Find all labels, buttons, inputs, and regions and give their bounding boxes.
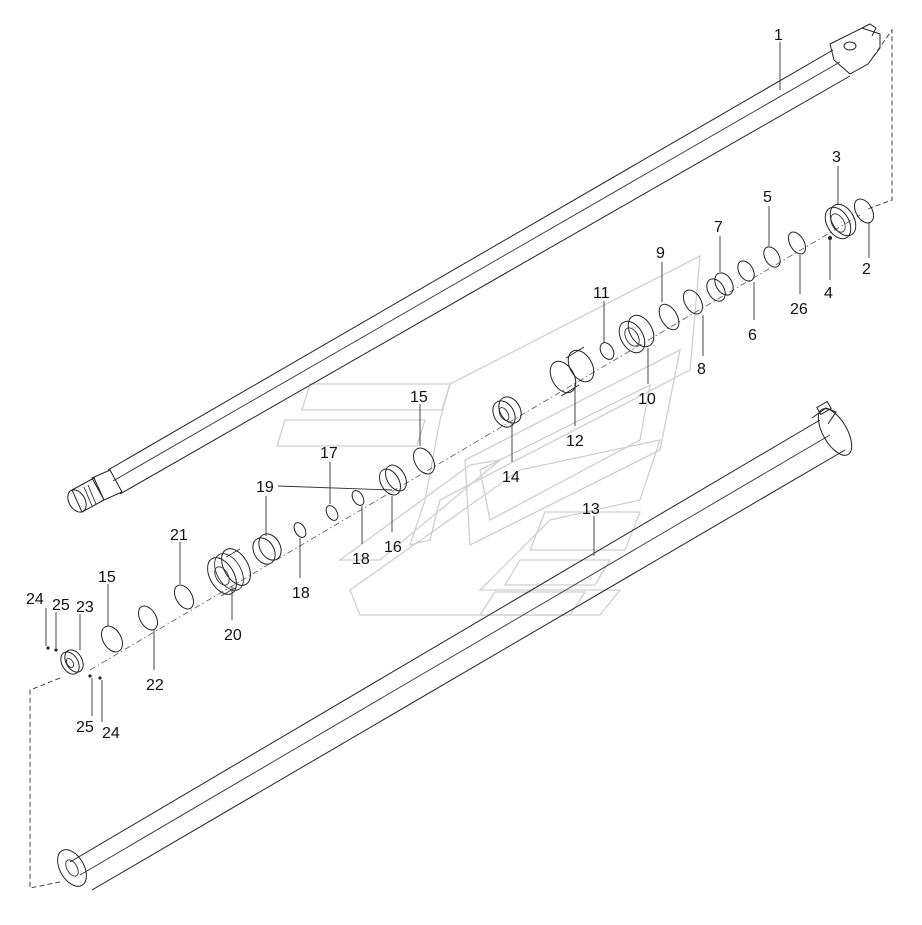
callout-5: 5 (763, 189, 772, 206)
callout-1: 1 (774, 27, 783, 44)
callout-25-right: 25 (76, 719, 94, 736)
callout-15-lower: 15 (98, 569, 116, 586)
callout-15-upper: 15 (410, 389, 428, 406)
callout-6: 6 (748, 327, 757, 344)
callout-12: 12 (566, 433, 584, 450)
callout-18-upper: 18 (352, 551, 370, 568)
callout-7: 7 (714, 219, 723, 236)
callout-16: 16 (384, 539, 402, 556)
callout-8: 8 (697, 361, 706, 378)
callout-18-lower: 18 (292, 585, 310, 602)
parts-along-axis (46, 198, 874, 680)
callout-23: 23 (76, 599, 94, 616)
callout-13: 13 (582, 501, 600, 518)
callout-11: 11 (593, 285, 610, 302)
callout-10: 10 (638, 391, 656, 408)
piston-rod (67, 23, 881, 513)
callout-9: 9 (656, 245, 665, 262)
callout-22: 22 (146, 677, 164, 694)
callout-14: 14 (502, 469, 520, 486)
callout-17: 17 (320, 445, 338, 462)
callout-3: 3 (832, 149, 841, 166)
callout-labels: 1 2 3 4 5 6 7 8 9 10 11 12 13 14 15 15 1… (26, 27, 871, 742)
cylinder-tube (57, 400, 853, 891)
callout-19: 19 (256, 479, 274, 496)
callout-21: 21 (170, 527, 188, 544)
callout-2: 2 (862, 261, 871, 278)
callout-24-right: 24 (102, 725, 120, 742)
callout-25-left: 25 (52, 597, 70, 614)
callout-24-left: 24 (26, 591, 44, 608)
callout-20: 20 (224, 627, 242, 644)
callout-26: 26 (790, 301, 808, 318)
assembly-guide-lines (29, 28, 893, 889)
leader-lines (45, 42, 870, 722)
callout-4: 4 (824, 285, 833, 302)
watermark-logo (276, 254, 701, 616)
